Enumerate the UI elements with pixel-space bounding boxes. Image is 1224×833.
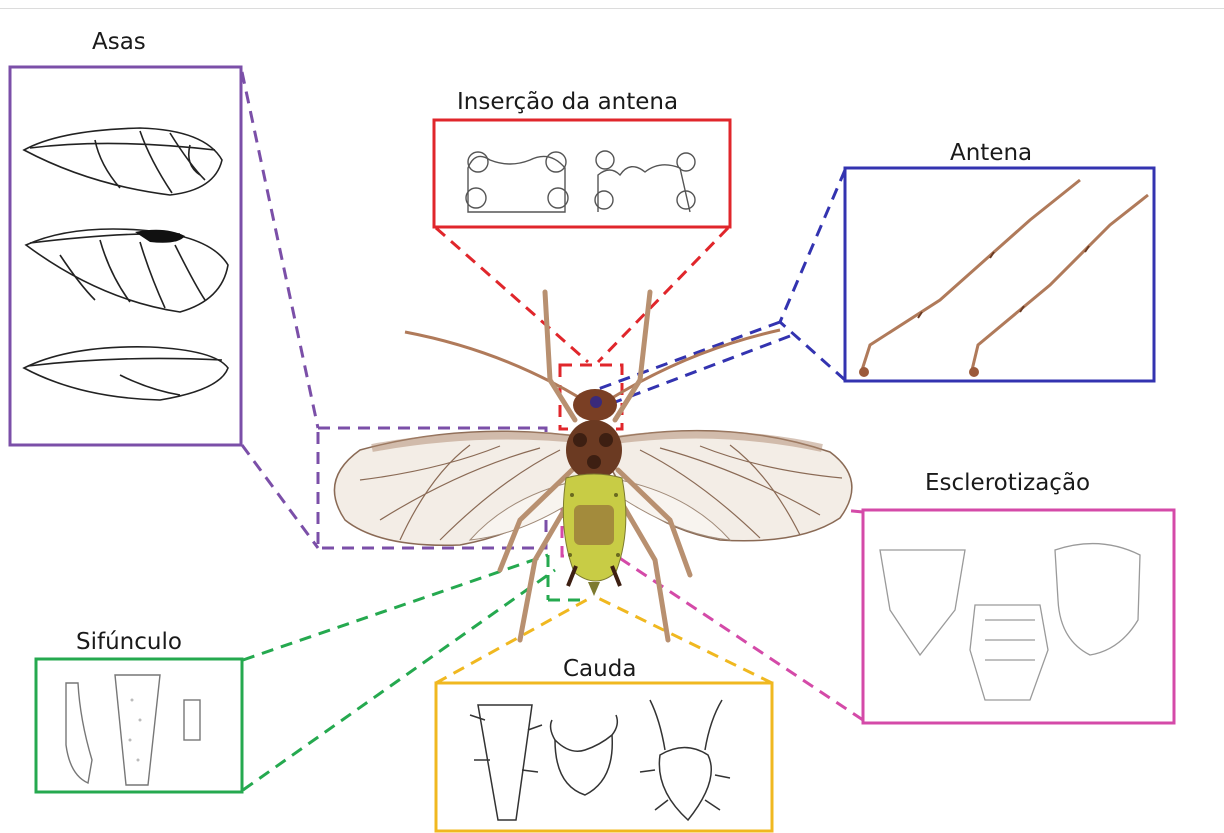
panel-antena xyxy=(845,168,1154,381)
panel-insercao xyxy=(434,120,730,227)
aphid-illustration xyxy=(334,292,851,640)
panel-cauda xyxy=(436,683,772,831)
panel-esclerotizacao xyxy=(863,510,1174,723)
panel-asas xyxy=(10,67,241,445)
panel-sifunculo xyxy=(36,659,242,792)
connector-cauda xyxy=(436,598,772,683)
